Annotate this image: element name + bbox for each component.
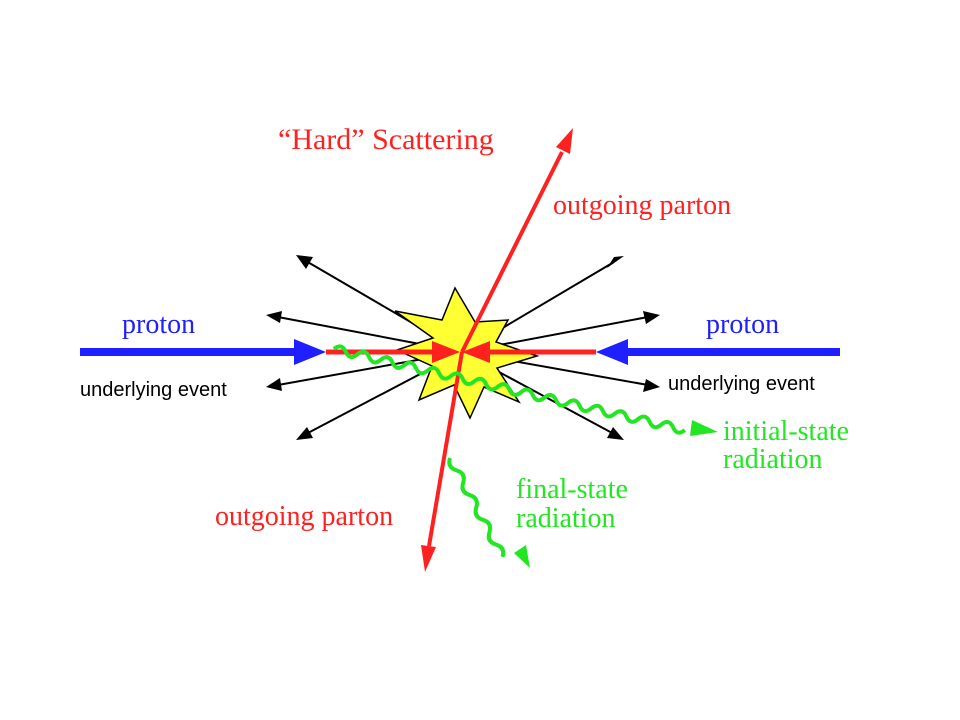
isr-label-line1: initial-state: [723, 416, 849, 447]
proton-beam-left: [80, 339, 326, 365]
fsr-label-line2: radiation: [516, 503, 616, 534]
initial-state-radiation-wave: [332, 344, 718, 436]
final-state-radiation-wave: [447, 457, 530, 568]
fsr-label-line1: final-state: [516, 474, 628, 505]
outgoing-parton-top-label: outgoing parton: [553, 190, 731, 221]
proton-right-label: proton: [706, 309, 779, 340]
incoming-parton-right: [462, 341, 596, 363]
underlying-event-left-label: underlying event: [80, 379, 227, 401]
outgoing-parton-top-line: [460, 128, 573, 353]
title-label: “Hard” Scattering: [278, 123, 494, 156]
outgoing-parton-bottom-line: [421, 351, 464, 572]
outgoing-parton-bottom-label: outgoing parton: [215, 501, 393, 532]
proton-left-label: proton: [122, 309, 195, 340]
isr-label-line2: radiation: [723, 444, 823, 475]
proton-beam-right: [596, 339, 840, 365]
underlying-event-right-label: underlying event: [668, 373, 815, 395]
